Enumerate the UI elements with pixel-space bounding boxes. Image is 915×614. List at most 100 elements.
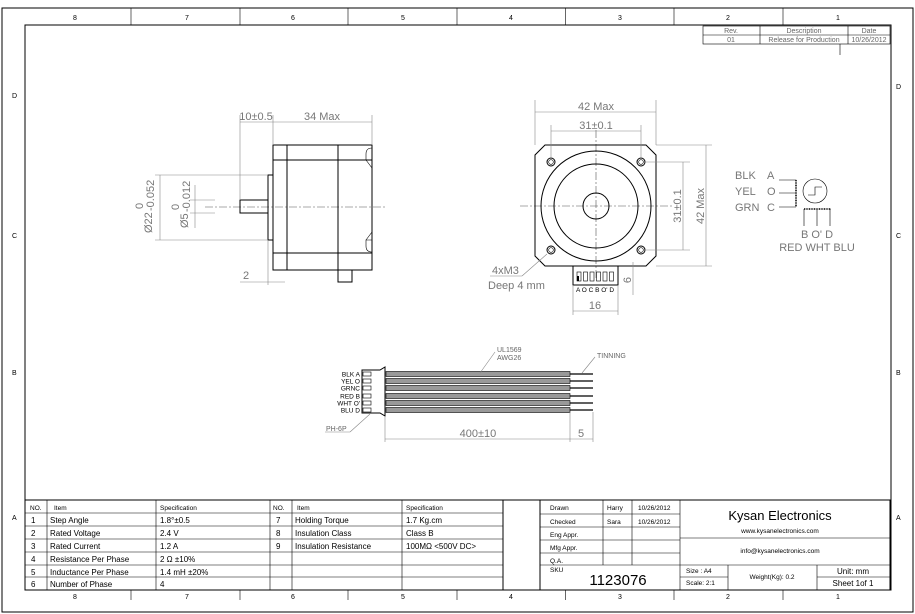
zone-col-top: 5 bbox=[401, 15, 405, 22]
mounting-hole-note: 4xM3 bbox=[492, 265, 519, 277]
zone-row-c-right: C bbox=[896, 233, 901, 240]
approval-name: Harry bbox=[607, 505, 624, 512]
sku-label: SKU bbox=[550, 567, 564, 574]
zone-col-top: 4 bbox=[509, 15, 513, 22]
front-view: A O C B O' D 42 Max 31±0.1 31±0.1 42 Max… bbox=[488, 100, 712, 315]
motor-face bbox=[534, 144, 657, 267]
connector-pin bbox=[589, 271, 595, 282]
spec-value: 1.7 Kg.cm bbox=[406, 516, 442, 525]
spec-header: Specification bbox=[160, 505, 197, 512]
approval-role: Eng Appr. bbox=[550, 532, 578, 539]
zone-col-bottom: 6 bbox=[291, 594, 295, 601]
schematic-color-grn: GRN bbox=[735, 202, 760, 214]
zone-col-top: 3 bbox=[618, 15, 622, 22]
zone-row-c: C bbox=[12, 233, 17, 240]
connector-pin bbox=[602, 271, 608, 282]
zone-col-bottom: 5 bbox=[401, 594, 405, 601]
zone-col-top: 7 bbox=[185, 15, 189, 22]
spec-number: 3 bbox=[31, 542, 36, 551]
inner-frame bbox=[24, 24, 892, 591]
connector-width-dim: 16 bbox=[589, 300, 601, 312]
spec-number: 6 bbox=[31, 580, 36, 589]
wire-label: YEL O bbox=[341, 379, 360, 386]
hole-depth-note: Deep 4 mm bbox=[488, 280, 545, 292]
wire-label: WHT O' bbox=[337, 401, 360, 408]
connector-offset-dim: 6 bbox=[622, 277, 634, 283]
spec-value: 4 bbox=[160, 580, 165, 589]
sheet-number: Sheet 1of 1 bbox=[833, 579, 874, 588]
weight: Weight(Kg): 0.2 bbox=[749, 574, 794, 581]
connector-type-label: PH-6P bbox=[326, 426, 347, 433]
spec-item: Rated Current bbox=[50, 542, 101, 551]
approval-name: Sara bbox=[607, 519, 621, 526]
description-header: Description bbox=[786, 28, 821, 35]
schematic-pin-a: A bbox=[767, 170, 775, 182]
spec-item: Resistance Per Phase bbox=[50, 555, 130, 564]
wire-spec-awg: AWG26 bbox=[497, 355, 521, 362]
boss-tolerance-upper: 0 bbox=[134, 203, 146, 209]
spec-value: 1.2 A bbox=[160, 542, 179, 551]
shaft-end bbox=[582, 192, 610, 220]
zone-row-a: A bbox=[12, 515, 17, 522]
revision-table: Rev. Description Date 01 Release for Pro… bbox=[702, 25, 891, 55]
connector-pin bbox=[583, 271, 588, 282]
spec-header: NO. bbox=[273, 505, 285, 512]
width-dim: 42 Max bbox=[578, 101, 615, 113]
date-value: 10/26/2012 bbox=[851, 37, 886, 44]
boss-height-dim: 2 bbox=[243, 270, 249, 282]
connector-front bbox=[572, 265, 619, 286]
approval-date: 10/26/2012 bbox=[638, 519, 671, 526]
shaft-length-dim: 10±0.5 bbox=[239, 111, 273, 123]
outer-frame bbox=[1, 7, 914, 613]
zone-row-d-right: D bbox=[896, 84, 901, 91]
ph-connector bbox=[361, 366, 386, 417]
connector-terminal bbox=[362, 400, 372, 406]
wire-label: BLK A bbox=[342, 372, 361, 379]
shaft-tolerance-lower: -0.012 bbox=[181, 181, 193, 212]
spec-number: 8 bbox=[276, 529, 281, 538]
schematic-bottom-colors: RED WHT BLU bbox=[779, 242, 855, 254]
spec-number: 5 bbox=[31, 568, 36, 577]
spec-header: Item bbox=[54, 505, 67, 512]
spec-value: 100MΩ <500V DC> bbox=[406, 542, 476, 551]
company-name: Kysan Electronics bbox=[728, 508, 832, 523]
spec-value: 1.4 mH ±20% bbox=[160, 568, 208, 577]
zone-col-top: 8 bbox=[73, 15, 77, 22]
shaft-tolerance-upper: 0 bbox=[170, 204, 182, 210]
description-value: Release for Production bbox=[768, 37, 839, 44]
height-dim: 42 Max bbox=[695, 187, 707, 224]
zone-col-bottom: 3 bbox=[618, 594, 622, 601]
wiring-schematic: BLK YEL GRN A O C B O' D RED WHT BLU bbox=[735, 170, 855, 254]
zone-col-top: 1 bbox=[836, 15, 840, 22]
unit: Unit: mm bbox=[837, 567, 869, 576]
shaft-diameter-dim: Ø5 bbox=[179, 213, 191, 228]
boss-tolerance-lower: -0.052 bbox=[145, 180, 157, 211]
spec-value: Class B bbox=[406, 529, 434, 538]
company-email[interactable]: info@kysanelectronics.com bbox=[740, 548, 819, 555]
spec-value: 2 Ω ±10% bbox=[160, 555, 195, 564]
spec-item: Step Angle bbox=[50, 516, 89, 525]
connector-terminal bbox=[362, 393, 372, 399]
zone-col-bottom: 1 bbox=[836, 594, 840, 601]
schematic-pin-o: O bbox=[767, 186, 776, 198]
approval-role: Checked bbox=[550, 519, 576, 526]
wire-spec-ul: UL1569 bbox=[497, 347, 522, 354]
wire bbox=[385, 393, 571, 399]
approval-role: Drawn bbox=[550, 505, 569, 512]
motor-symbol bbox=[802, 178, 828, 204]
connector-terminal bbox=[362, 378, 372, 384]
zone-col-top: 2 bbox=[726, 15, 730, 22]
zone-col-bottom: 8 bbox=[73, 594, 77, 601]
hole-spacing-horizontal-dim: 31±0.1 bbox=[579, 120, 613, 132]
spec-item: Insulation Resistance bbox=[295, 542, 372, 551]
side-view: 10±0.5 34 Max Ø22 -0.052 0 Ø5 -0.012 0 2 bbox=[134, 111, 385, 285]
zone-row-a-right: A bbox=[896, 515, 901, 522]
spec-number: 9 bbox=[276, 542, 281, 551]
flange-boss bbox=[267, 174, 274, 241]
company-website[interactable]: www.kysanelectronics.com bbox=[740, 528, 819, 535]
cable-length-dim: 400±10 bbox=[460, 428, 497, 440]
zone-col-top: 6 bbox=[291, 15, 295, 22]
wire-label: GRNC bbox=[341, 386, 360, 393]
zone-row-b-right: B bbox=[896, 370, 901, 377]
